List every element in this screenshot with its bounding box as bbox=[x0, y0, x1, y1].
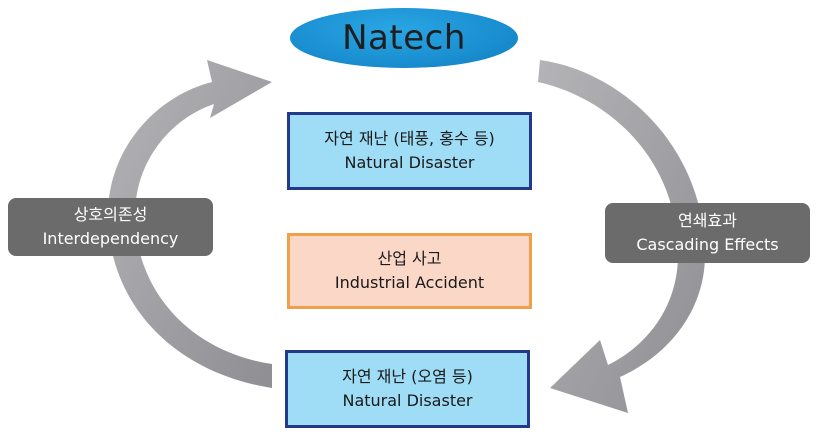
box-top-korean: 자연 재난 (태풍, 홍수 등) bbox=[324, 129, 495, 148]
box-top-english: Natural Disaster bbox=[344, 153, 475, 172]
box-bottom-english: Natural Disaster bbox=[342, 391, 473, 410]
right-label-english: Cascading Effects bbox=[636, 235, 779, 254]
natech-title: Natech bbox=[342, 18, 466, 58]
industrial-accident-box: 산업 사고 Industrial Accident bbox=[287, 233, 532, 309]
right-arrow bbox=[538, 60, 705, 413]
cascading-effects-label: 연쇄효과 Cascading Effects bbox=[605, 203, 810, 263]
left-label-korean: 상호의존성 bbox=[73, 205, 148, 224]
right-label-korean: 연쇄효과 bbox=[678, 211, 737, 230]
box-bottom-korean: 자연 재난 (오염 등) bbox=[342, 367, 473, 386]
interdependency-label: 상호의존성 Interdependency bbox=[8, 198, 213, 256]
natural-disaster-box-bottom: 자연 재난 (오염 등) Natural Disaster bbox=[285, 350, 530, 428]
natech-ellipse: Natech bbox=[290, 8, 518, 68]
box-middle-korean: 산업 사고 bbox=[377, 249, 442, 268]
natural-disaster-box-top: 자연 재난 (태풍, 홍수 등) Natural Disaster bbox=[287, 112, 532, 190]
left-arrow bbox=[108, 60, 272, 388]
box-middle-english: Industrial Accident bbox=[334, 273, 485, 292]
left-label-english: Interdependency bbox=[42, 229, 179, 248]
